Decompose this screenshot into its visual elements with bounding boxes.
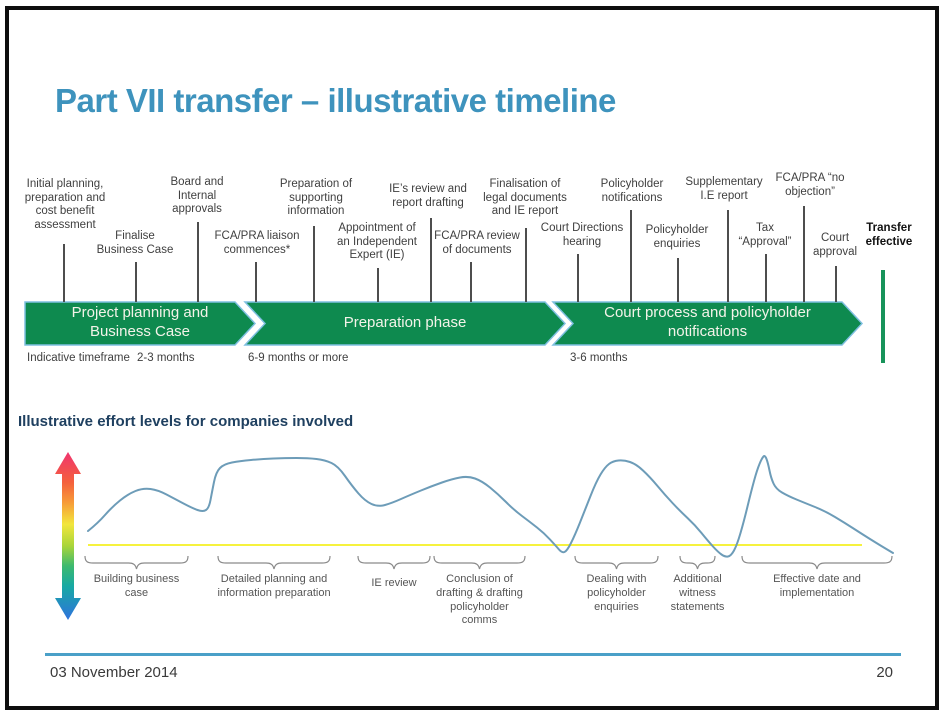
phase-timeframe: 3-6 months (570, 352, 628, 364)
milestone-connector (63, 244, 65, 302)
milestone-connector (803, 206, 805, 302)
milestone-label: Board and Internal approvals (170, 176, 224, 216)
milestone-label: Court Directions hearing (540, 222, 624, 248)
transfer-effective-label: Transfer effective (865, 222, 913, 248)
effort-scale-arrow-icon (55, 452, 81, 620)
milestone-label: Policyholder enquiries (645, 224, 709, 250)
segment-label: Additional witness statements (670, 573, 725, 613)
slide-border (5, 6, 939, 710)
segment-label: IE review (371, 577, 417, 589)
segment-brace (574, 555, 659, 570)
segment-brace (217, 555, 331, 570)
phase-timeframe: 6-9 months or more (248, 352, 349, 364)
phase-label: Project planning and Business Case (71, 304, 209, 340)
effort-curve-chart (55, 452, 894, 620)
phase-arrow (551, 301, 864, 346)
milestone-connector (377, 268, 379, 302)
milestone-label: Initial planning, preparation and cost b… (24, 178, 106, 231)
milestone-label: IE’s review and report drafting (389, 183, 467, 209)
segment-label: Effective date and implementation (773, 573, 861, 599)
segment-brace (433, 555, 526, 570)
phase-arrows (24, 301, 864, 346)
milestone-connector (835, 266, 837, 302)
effort-heading: Illustrative effort levels for companies… (18, 413, 354, 430)
segment-brace (357, 555, 431, 570)
phase-arrow (24, 301, 257, 346)
footer-date: 03 November 2014 (50, 664, 178, 681)
milestone-connector (577, 254, 579, 302)
milestone-label: Court approval (812, 232, 858, 258)
milestone-connector (197, 222, 199, 302)
milestone-connector (677, 258, 679, 302)
phase-label: Preparation phase (343, 313, 467, 331)
segment-label: Conclusion of drafting & drafting policy… (436, 573, 523, 627)
phase-arrow (243, 301, 567, 346)
milestone-label: FCA/PRA liaison commences* (214, 230, 300, 256)
segment-label: Dealing with policyholder enquiries (586, 573, 647, 613)
milestone-connector (765, 254, 767, 302)
segment-brace (679, 555, 716, 570)
milestone-connector (313, 226, 315, 302)
milestone-label: Policyholder notifications (600, 178, 664, 204)
footer-divider (45, 653, 901, 656)
milestone-connector (630, 210, 632, 302)
phase-label: Court process and policyholder notificat… (604, 304, 811, 340)
segment-label: Building business case (93, 573, 180, 599)
milestone-connector (135, 262, 137, 302)
phase-timeframe: 2-3 months (137, 352, 195, 364)
milestone-connector (470, 262, 472, 302)
page-title: Part VII transfer – illustrative timelin… (55, 82, 616, 119)
milestone-connector (727, 210, 729, 302)
milestone-connector (525, 228, 527, 302)
milestone-connector (430, 218, 432, 302)
timeframe-caption: Indicative timeframe (27, 352, 130, 364)
milestone-label: Appointment of an Independent Expert (IE… (337, 222, 417, 262)
effort-curve (87, 455, 894, 558)
milestone-label: Preparation of supporting information (279, 178, 353, 218)
milestone-label: Finalise Business Case (96, 230, 174, 256)
page-number: 20 (876, 664, 893, 681)
milestone-label: Tax “Approval” (738, 222, 792, 248)
milestone-label: FCA/PRA “no objection” (775, 172, 845, 198)
segment-label: Detailed planning and information prepar… (217, 573, 331, 599)
transfer-effective-marker (881, 270, 885, 363)
milestone-label: FCA/PRA review of documents (434, 230, 520, 256)
milestone-label: Supplementary I.E report (685, 176, 763, 202)
segment-brace (84, 555, 189, 570)
milestone-connector (255, 262, 257, 302)
segment-brace (741, 555, 893, 570)
milestone-label: Finalisation of legal documents and IE r… (483, 178, 567, 218)
